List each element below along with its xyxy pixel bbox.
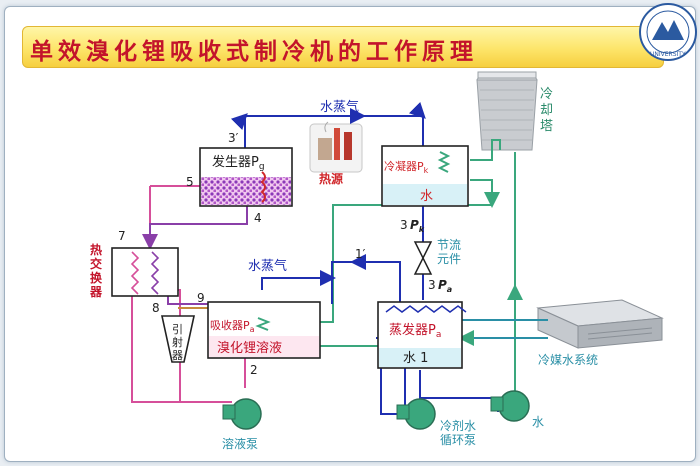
point-3-prime: 3′ <box>228 131 239 145</box>
ejector-label-1: 引 <box>172 322 183 336</box>
refrigerant-pump-label-1: 冷剂水 <box>440 418 476 433</box>
condenser-water-label: 水 <box>420 189 433 204</box>
cooling-tower-label-3: 塔 <box>540 119 553 134</box>
evaporator-vessel <box>377 301 467 369</box>
throttle-valve <box>413 241 433 275</box>
ejector <box>161 315 195 363</box>
vapor-pipe-top <box>230 101 426 148</box>
point-3-pa: 3 <box>428 278 436 292</box>
slide-title: 单效溴化锂吸收式制冷机的工作原理 <box>30 38 478 65</box>
heat-exchanger-label-4: 器 <box>89 285 103 299</box>
chilled-water-system-label: 冷媒水系统 <box>538 353 598 367</box>
throttle-label-2: 元件 <box>437 252 461 266</box>
vapor-label-mid: 水蒸气 <box>248 258 287 274</box>
ejector-label-3: 器 <box>172 349 183 362</box>
title-banner <box>22 26 664 68</box>
condenser-label: 冷凝器Pk <box>384 159 429 175</box>
condenser-vessel <box>381 145 469 207</box>
point-7: 7 <box>118 229 126 243</box>
cooling-pump-label: 水 <box>532 415 544 429</box>
point-9: 9 <box>197 291 205 305</box>
generator-vessel <box>199 147 293 207</box>
point-5: 5 <box>186 175 194 189</box>
svg-text:UNIVERSITY: UNIVERSITY <box>650 51 686 58</box>
cooling-tower <box>476 71 538 151</box>
heat-exchanger-label-3: 换 <box>90 270 103 285</box>
pa-label: Pa <box>438 278 452 294</box>
heat-exchanger-label-1: 热 <box>90 242 102 257</box>
evaporator-label: 蒸发器Pa <box>389 322 441 340</box>
heat-source-icon <box>309 121 363 173</box>
heat-source-label: 热源 <box>319 171 343 186</box>
evaporator-water-label: 水 1 <box>403 351 428 366</box>
chilled-water-pipes <box>458 319 548 346</box>
solution-pump-label: 溶液泵 <box>222 436 258 451</box>
heat-exchanger-label-2: 交 <box>90 256 102 271</box>
refrigerant-pump <box>396 398 436 430</box>
solution-pump <box>222 398 262 430</box>
point-8: 8 <box>152 301 160 315</box>
point-2: 2 <box>250 363 258 377</box>
absorber-vessel <box>207 301 321 359</box>
refrigerant-pump-label-2: 循环泵 <box>440 433 476 447</box>
point-4: 4 <box>254 211 262 225</box>
cooling-water-pump <box>490 390 530 422</box>
point-3-pk: 3 <box>400 218 408 232</box>
cooling-tower-label-1: 冷 <box>540 87 553 102</box>
vapor-label-top: 水蒸气 <box>320 99 359 115</box>
throttle-label-1: 节流 <box>437 238 461 252</box>
pk-label: Pk <box>410 218 425 234</box>
slide-frame <box>4 6 696 462</box>
heat-exchanger <box>111 247 179 297</box>
chilled-water-unit <box>536 299 664 349</box>
university-seal-logo: UNIVERSITY <box>639 3 697 61</box>
generator-label: 发生器Pg <box>212 154 265 172</box>
absorber-label: 吸收器Pa <box>210 318 255 334</box>
libr-solution-label: 溴化锂溶液 <box>217 341 282 356</box>
point-1-prime: 1′ <box>355 247 366 261</box>
cooling-tower-label-2: 却 <box>540 103 553 118</box>
ejector-label-2: 射 <box>172 335 183 349</box>
